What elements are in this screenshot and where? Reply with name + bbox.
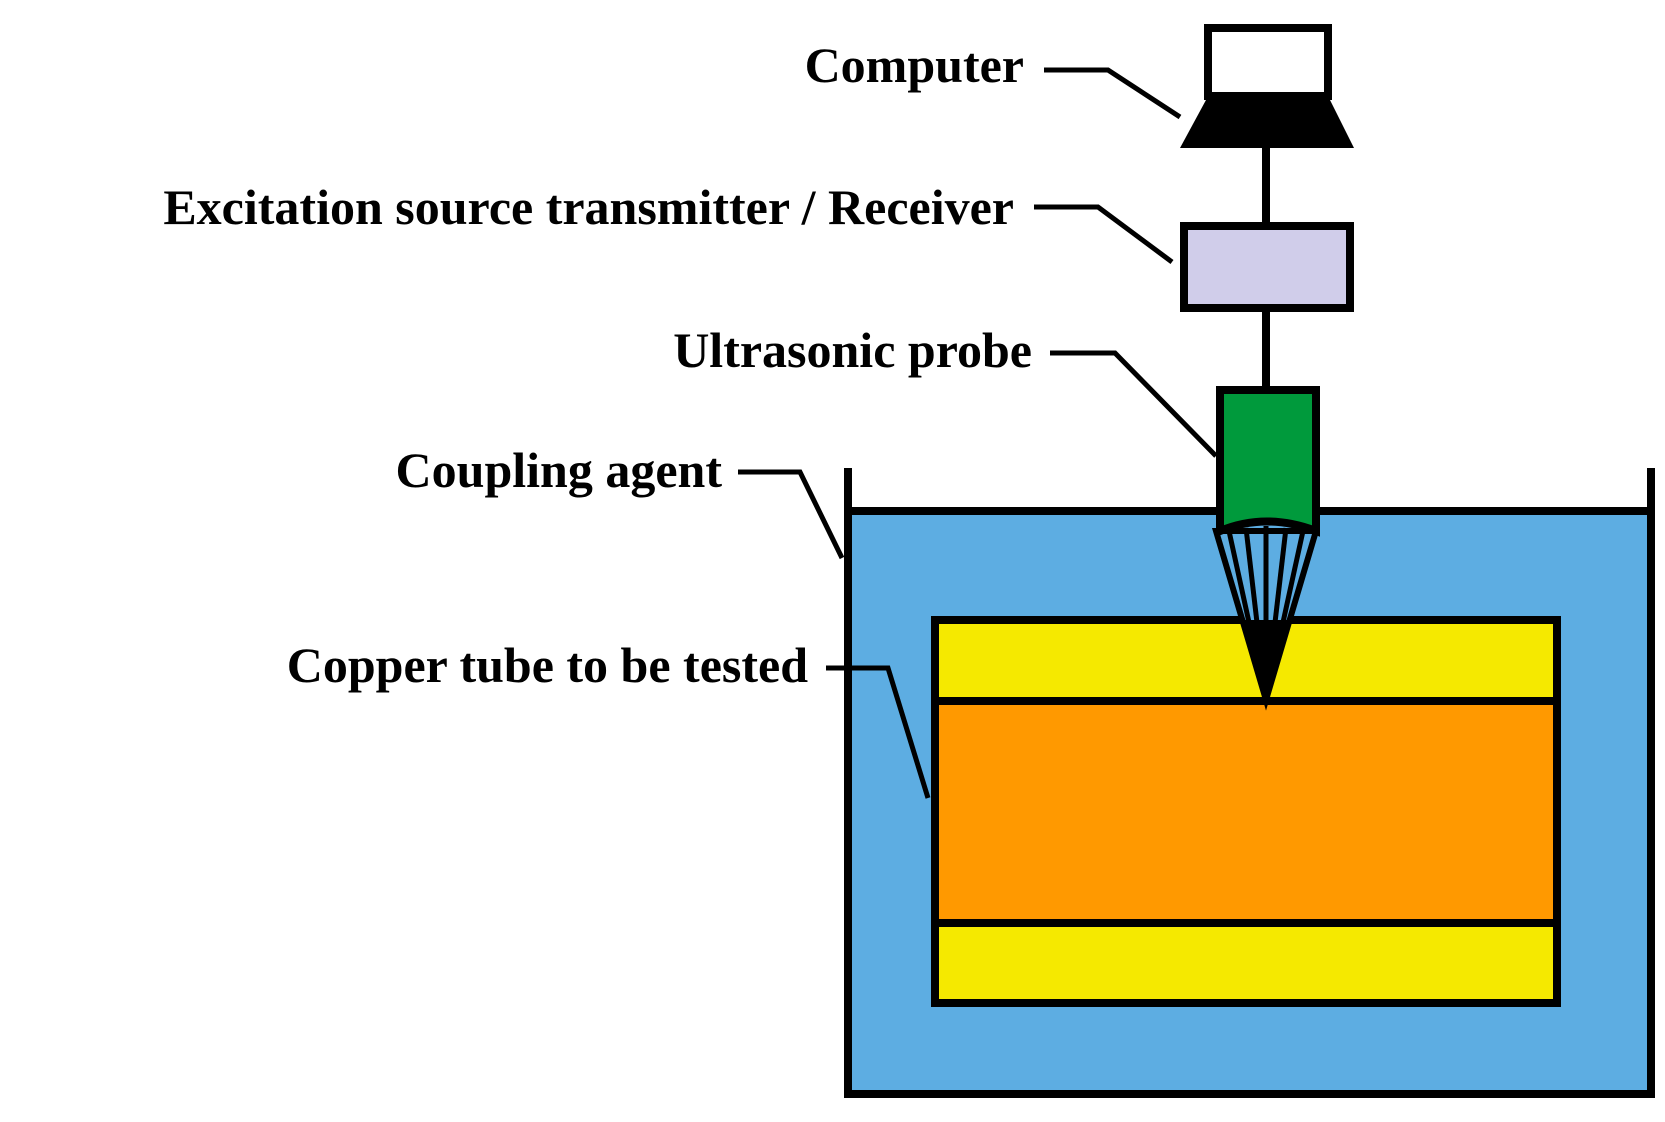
ultrasonic-beam [1211,526,1321,711]
ultrasonic-probe [1216,386,1320,537]
leader-coupling [738,469,845,560]
leader-transceiver [1034,204,1174,265]
label-probe: Ultrasonic probe [673,322,1032,378]
label-copper-tube: Copper tube to be tested [287,637,808,693]
leader-computer [1044,67,1182,120]
leader-probe [1050,350,1218,458]
tube-lower-wall [931,919,1561,1007]
label-transceiver: Excitation source transmitter / Receiver [163,179,1014,235]
leader-lines [738,67,1218,799]
label-coupling-agent: Coupling agent [396,442,723,498]
beam-ray-5 [1263,530,1306,701]
transceiver-box [1180,222,1354,312]
laptop-icon [1180,24,1354,148]
tube-core [931,697,1561,927]
beam-ray-2 [1243,527,1269,701]
beam-ray-4 [1263,527,1289,701]
laptop-base [1180,100,1354,148]
leader-tube [826,665,931,799]
laptop-screen [1204,24,1332,100]
copper-tube [931,616,1561,1007]
beam-ray-1 [1226,530,1269,701]
label-computer: Computer [805,37,1024,93]
probe-body [1216,386,1320,537]
